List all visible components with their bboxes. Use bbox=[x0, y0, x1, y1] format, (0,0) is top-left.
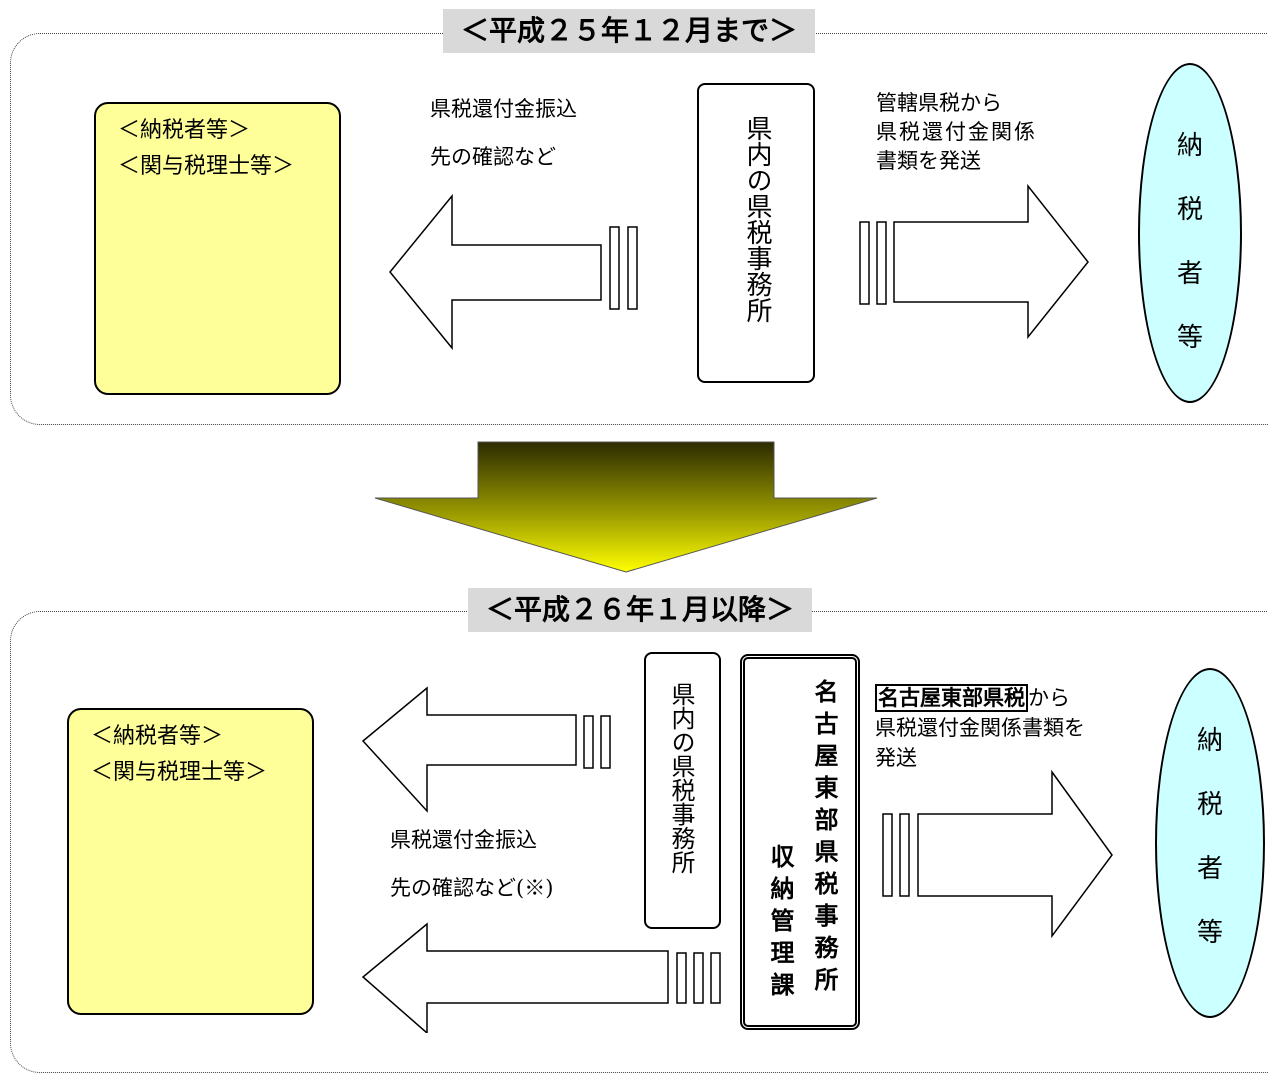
top-party-label-1: ＜納税者等＞ bbox=[118, 118, 251, 143]
nagoya-tobu-highlight: 名古屋東部県税 bbox=[875, 684, 1028, 712]
top-party-label-2: ＜関与税理士等＞ bbox=[118, 154, 295, 179]
bottom-period-title: ＜平成２６年１月以降＞ bbox=[468, 588, 812, 632]
top-left-note-2: 先の確認など bbox=[430, 145, 556, 169]
bottom-taxpayer-char-3: 者 bbox=[1196, 854, 1223, 884]
bottom-right-note-2: 県税還付金関係書類を bbox=[875, 716, 1085, 740]
top-taxpayer-ellipse: 納 税 者 等 bbox=[1138, 63, 1242, 403]
bottom-taxpayer-advisor-box: ＜納税者等＞ ＜関与税理士等＞ bbox=[67, 708, 314, 1015]
top-prefectural-tax-office: 県内の県税事務所 bbox=[697, 83, 815, 383]
bottom-party-label-2: ＜関与税理士等＞ bbox=[91, 760, 268, 785]
top-taxpayer-char-3: 者 bbox=[1176, 259, 1203, 289]
top-period-title: ＜平成２５年１２月まで＞ bbox=[443, 9, 815, 53]
bottom-taxpayer-char-4: 等 bbox=[1196, 918, 1223, 948]
bottom-party-label-1: ＜納税者等＞ bbox=[91, 724, 224, 749]
bottom-arrow-upper-to-party bbox=[361, 686, 611, 813]
bottom-taxpayer-char-1: 納 bbox=[1196, 726, 1223, 756]
top-left-note-1: 県税還付金振込 bbox=[430, 97, 577, 121]
bottom-left-note-2: 先の確認など(※) bbox=[390, 876, 554, 900]
bottom-left-note-1: 県税還付金振込 bbox=[390, 828, 537, 852]
nagoya-tobu-collection-division: 名古屋東部県税事務所 収納管理課 bbox=[740, 654, 860, 1030]
bottom-office-label: 県内の県税事務所 bbox=[667, 682, 695, 874]
top-taxpayer-char-4: 等 bbox=[1176, 323, 1203, 353]
top-arrow-to-taxpayer bbox=[859, 183, 1089, 340]
bottom-arrow-lower-to-party bbox=[361, 922, 721, 1033]
bottom-right-note-1: 名古屋東部県税から bbox=[875, 684, 1070, 712]
top-right-note-2: 県税還付金関係 bbox=[876, 120, 1037, 144]
transition-arrow bbox=[374, 441, 878, 573]
top-office-label: 県内の県税事務所 bbox=[742, 115, 772, 323]
top-arrow-to-party bbox=[389, 193, 638, 351]
bottom-prefectural-tax-office: 県内の県税事務所 bbox=[644, 652, 721, 929]
top-right-note-3: 書類を発送 bbox=[876, 149, 981, 173]
bottom-arrow-to-taxpayer bbox=[882, 769, 1113, 939]
top-taxpayer-advisor-box: ＜納税者等＞ ＜関与税理士等＞ bbox=[94, 102, 341, 395]
bottom-right-note-suffix: から bbox=[1028, 686, 1070, 710]
diagram-graphics bbox=[0, 183, 1113, 1033]
bottom-taxpayer-ellipse: 納 税 者 等 bbox=[1155, 668, 1265, 1018]
top-taxpayer-char-1: 納 bbox=[1176, 131, 1203, 161]
top-right-note-1: 管轄県税から bbox=[876, 91, 1002, 115]
bottom-right-note-3: 発送 bbox=[875, 746, 917, 770]
bottom-taxpayer-char-2: 税 bbox=[1196, 790, 1223, 820]
collection-management-division: 収納管理課 bbox=[766, 844, 794, 1004]
nagoya-tobu-office-name: 名古屋東部県税事務所 bbox=[810, 679, 838, 999]
top-taxpayer-char-2: 税 bbox=[1176, 195, 1203, 225]
